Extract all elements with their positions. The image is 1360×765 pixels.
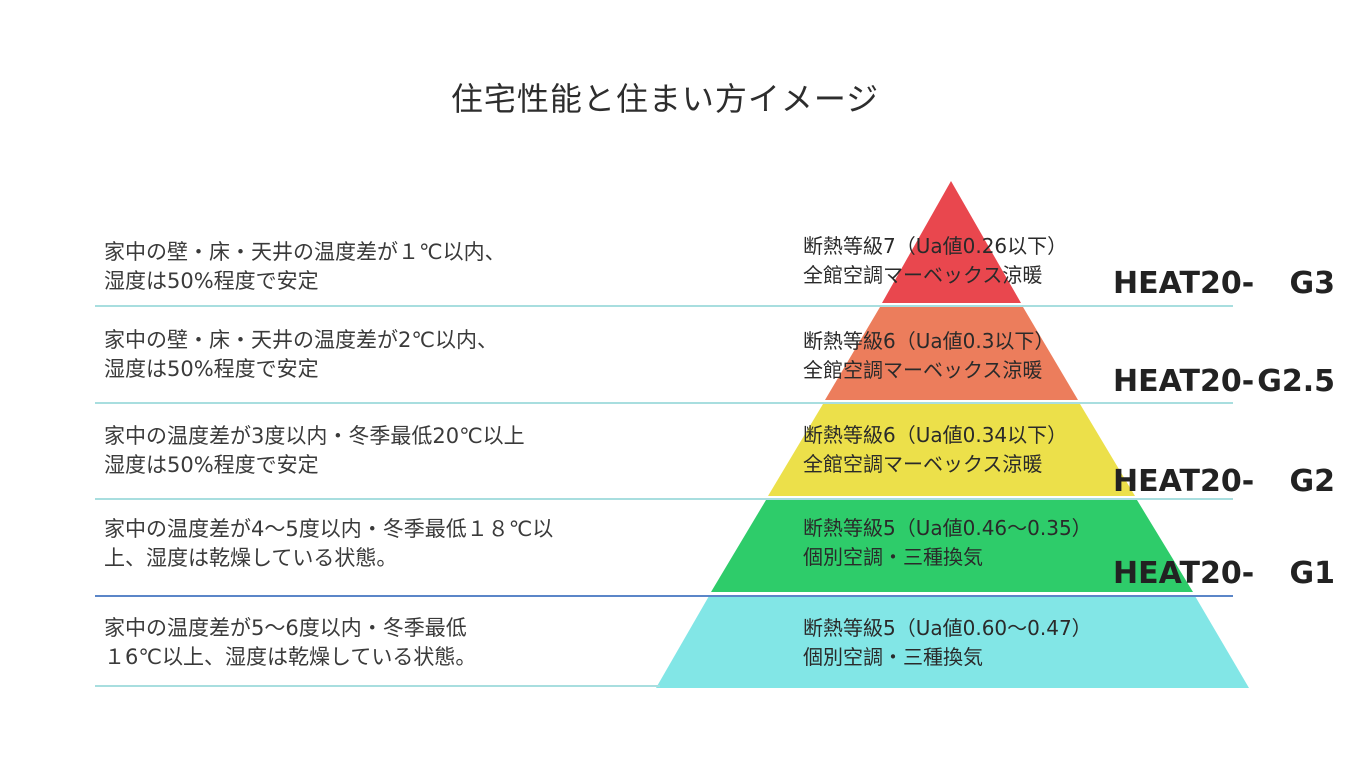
tier-3-spec-line-2: 全館空調マーベックス涼暖 xyxy=(803,452,1043,476)
tier-3-description-line-2: 湿度は50%程度で安定 xyxy=(104,453,319,477)
tier-1-description: 家中の壁・床・天井の温度差が１℃以内、 湿度は50%程度で安定 xyxy=(104,238,664,296)
tier-1-description-line-2: 湿度は50%程度で安定 xyxy=(104,269,319,293)
tier-1-spec-line-2: 全館空調マーベックス涼暖 xyxy=(803,263,1043,287)
tier-4-grade-suffix: G1 xyxy=(1289,556,1336,591)
tier-3-spec: 断熱等級6（Ua値0.34以下） 全館空調マーベックス涼暖 xyxy=(803,421,1133,479)
tier-3-grade: HEAT20- G2 xyxy=(1113,464,1335,499)
tier-2-spec-line-1: 断熱等級6（Ua値0.3以下） xyxy=(803,329,1055,353)
tier-2-description-line-1: 家中の壁・床・天井の温度差が2℃以内、 xyxy=(104,328,498,352)
tier-3-spec-line-1: 断熱等級6（Ua値0.34以下） xyxy=(803,423,1068,447)
tier-4-spec: 断熱等級5（Ua値0.46〜0.35） 個別空調・三種換気 xyxy=(803,514,1133,572)
tier-2-grade: HEAT20- G2.5 xyxy=(1113,364,1335,399)
tier-2-grade-suffix: G2.5 xyxy=(1257,364,1335,399)
tier-1-description-line-1: 家中の壁・床・天井の温度差が１℃以内、 xyxy=(104,240,506,264)
tier-2-description: 家中の壁・床・天井の温度差が2℃以内、 湿度は50%程度で安定 xyxy=(104,326,664,384)
tier-1-grade-suffix: G3 xyxy=(1289,266,1336,301)
tier-4-description-line-1: 家中の温度差が4〜5度以内・冬季最低１８℃以 xyxy=(104,517,554,541)
pyramid-tier-5 xyxy=(656,596,1249,688)
tier-1-spec: 断熱等級7（Ua値0.26以下） 全館空調マーベックス涼暖 xyxy=(803,232,1133,290)
tier-5-spec: 断熱等級5（Ua値0.60〜0.47） 個別空調・三種換気 xyxy=(803,614,1133,672)
tier-3-description: 家中の温度差が3度以内・冬季最低20℃以上 湿度は50%程度で安定 xyxy=(104,422,664,480)
tier-5-spec-line-1: 断熱等級5（Ua値0.60〜0.47） xyxy=(803,616,1092,640)
tier-3-grade-prefix: HEAT20- xyxy=(1113,464,1255,499)
tier-4-spec-line-1: 断熱等級5（Ua値0.46〜0.35） xyxy=(803,516,1092,540)
tier-4-grade: HEAT20- G1 xyxy=(1113,556,1335,591)
tier-4-description: 家中の温度差が4〜5度以内・冬季最低１８℃以 上、湿度は乾燥している状態。 xyxy=(104,515,664,573)
tier-2-description-line-2: 湿度は50%程度で安定 xyxy=(104,357,319,381)
tier-1-grade: HEAT20- G3 xyxy=(1113,266,1335,301)
tier-2-spec-line-2: 全館空調マーベックス涼暖 xyxy=(803,358,1043,382)
tier-2-spec: 断熱等級6（Ua値0.3以下） 全館空調マーベックス涼暖 xyxy=(803,327,1133,385)
tier-5-description: 家中の温度差が5〜6度以内・冬季最低 １6℃以上、湿度は乾燥している状態。 xyxy=(104,614,664,672)
tier-1-grade-prefix: HEAT20- xyxy=(1113,266,1255,301)
tier-5-description-line-2: １6℃以上、湿度は乾燥している状態。 xyxy=(104,645,477,669)
tier-5-spec-line-2: 個別空調・三種換気 xyxy=(803,645,983,669)
tier-2-grade-prefix: HEAT20- xyxy=(1113,364,1255,399)
tier-4-spec-line-2: 個別空調・三種換気 xyxy=(803,545,983,569)
tier-3-grade-suffix: G2 xyxy=(1289,464,1336,499)
pyramid-tier-4 xyxy=(711,500,1193,592)
pyramid-tier-1 xyxy=(882,181,1021,303)
tier-5-description-line-1: 家中の温度差が5〜6度以内・冬季最低 xyxy=(104,616,467,640)
tier-4-grade-prefix: HEAT20- xyxy=(1113,556,1255,591)
tier-1-spec-line-1: 断熱等級7（Ua値0.26以下） xyxy=(803,234,1068,258)
pyramid-tier-3 xyxy=(768,404,1135,496)
page-title: 住宅性能と住まい方イメージ xyxy=(450,80,880,118)
tier-3-description-line-1: 家中の温度差が3度以内・冬季最低20℃以上 xyxy=(104,424,525,448)
pyramid-tier-2 xyxy=(825,307,1078,400)
tier-4-description-line-2: 上、湿度は乾燥している状態。 xyxy=(104,546,398,570)
